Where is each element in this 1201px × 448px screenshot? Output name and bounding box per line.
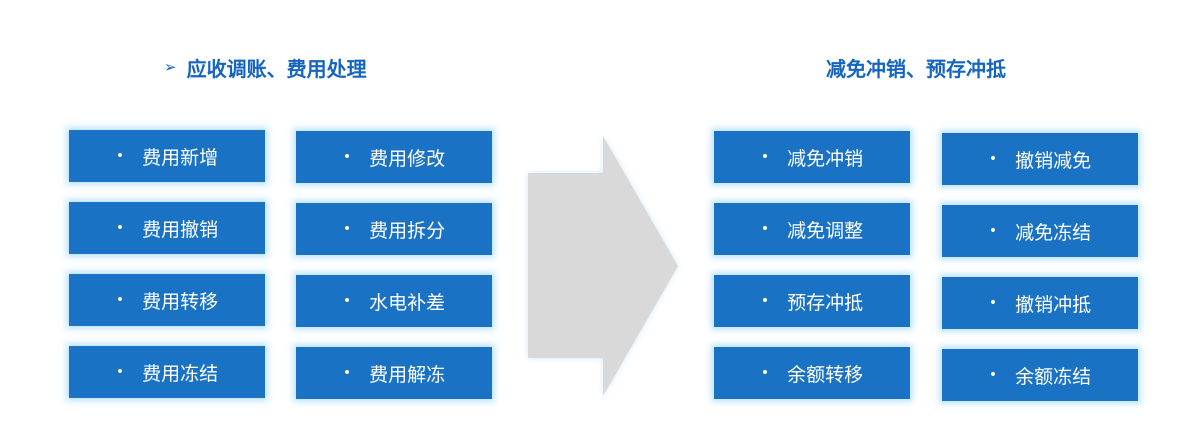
right-item-label: 减免冻结 bbox=[1015, 221, 1092, 244]
left-item-label: 费用撤销 bbox=[142, 218, 219, 241]
left-group-heading: ➢ 应收调账、费用处理 bbox=[164, 52, 367, 82]
right-item-box: • 撤销减免 bbox=[942, 133, 1138, 185]
left-item-box: • 费用新增 bbox=[69, 130, 265, 182]
right-item-label: 撤销冲抵 bbox=[1015, 293, 1092, 316]
left-item-box: • 费用拆分 bbox=[296, 203, 492, 255]
arrow-shape bbox=[528, 136, 678, 396]
right-item-box: • 减免调整 bbox=[714, 203, 910, 255]
bullet-icon: • bbox=[342, 221, 352, 237]
bullet-icon: • bbox=[342, 293, 352, 309]
right-item-label: 减免冲销 bbox=[787, 147, 864, 170]
right-item-label: 预存冲抵 bbox=[787, 291, 864, 314]
bullet-icon: • bbox=[342, 149, 352, 165]
left-item-label: 费用解冻 bbox=[369, 363, 446, 386]
right-item-label: 余额冻结 bbox=[1015, 365, 1092, 388]
bullet-icon: • bbox=[988, 151, 998, 167]
bullet-icon: • bbox=[342, 365, 352, 381]
left-item-box: • 水电补差 bbox=[296, 275, 492, 327]
flow-arrow-icon bbox=[528, 136, 678, 396]
left-group-title: 应收调账、费用处理 bbox=[186, 56, 367, 81]
right-item-box: • 撤销冲抵 bbox=[942, 277, 1138, 329]
bullet-icon: • bbox=[760, 365, 770, 381]
right-item-box: • 余额转移 bbox=[714, 347, 910, 399]
right-item-box: • 减免冻结 bbox=[942, 205, 1138, 257]
left-item-box: • 费用解冻 bbox=[296, 347, 492, 399]
bullet-icon: • bbox=[988, 295, 998, 311]
left-item-label: 费用新增 bbox=[142, 146, 219, 169]
right-item-box: • 减免冲销 bbox=[714, 131, 910, 183]
bullet-icon: • bbox=[115, 148, 125, 164]
right-item-label: 余额转移 bbox=[787, 363, 864, 386]
left-item-label: 费用冻结 bbox=[142, 362, 219, 385]
bullet-icon: • bbox=[760, 221, 770, 237]
right-item-label: 减免调整 bbox=[787, 219, 864, 242]
arrow-marker-icon: ➢ bbox=[164, 58, 177, 76]
left-item-label: 费用修改 bbox=[369, 147, 446, 170]
left-item-box: • 费用撤销 bbox=[69, 202, 265, 254]
left-item-box: • 费用修改 bbox=[296, 131, 492, 183]
bullet-icon: • bbox=[760, 149, 770, 165]
left-item-label: 费用拆分 bbox=[369, 219, 446, 242]
right-group-heading: 减免冲销、预存冲抵 bbox=[826, 52, 1006, 82]
bullet-icon: • bbox=[115, 364, 125, 380]
left-item-label: 费用转移 bbox=[142, 290, 219, 313]
bullet-icon: • bbox=[115, 220, 125, 236]
left-item-label: 水电补差 bbox=[369, 291, 446, 314]
left-item-box: • 费用转移 bbox=[69, 274, 265, 326]
left-item-box: • 费用冻结 bbox=[69, 346, 265, 398]
bullet-icon: • bbox=[760, 293, 770, 309]
right-group-title: 减免冲销、预存冲抵 bbox=[826, 56, 1006, 81]
right-item-box: • 余额冻结 bbox=[942, 349, 1138, 401]
bullet-icon: • bbox=[115, 292, 125, 308]
bullet-icon: • bbox=[988, 367, 998, 383]
bullet-icon: • bbox=[988, 223, 998, 239]
right-item-label: 撤销减免 bbox=[1015, 149, 1092, 172]
right-item-box: • 预存冲抵 bbox=[714, 275, 910, 327]
